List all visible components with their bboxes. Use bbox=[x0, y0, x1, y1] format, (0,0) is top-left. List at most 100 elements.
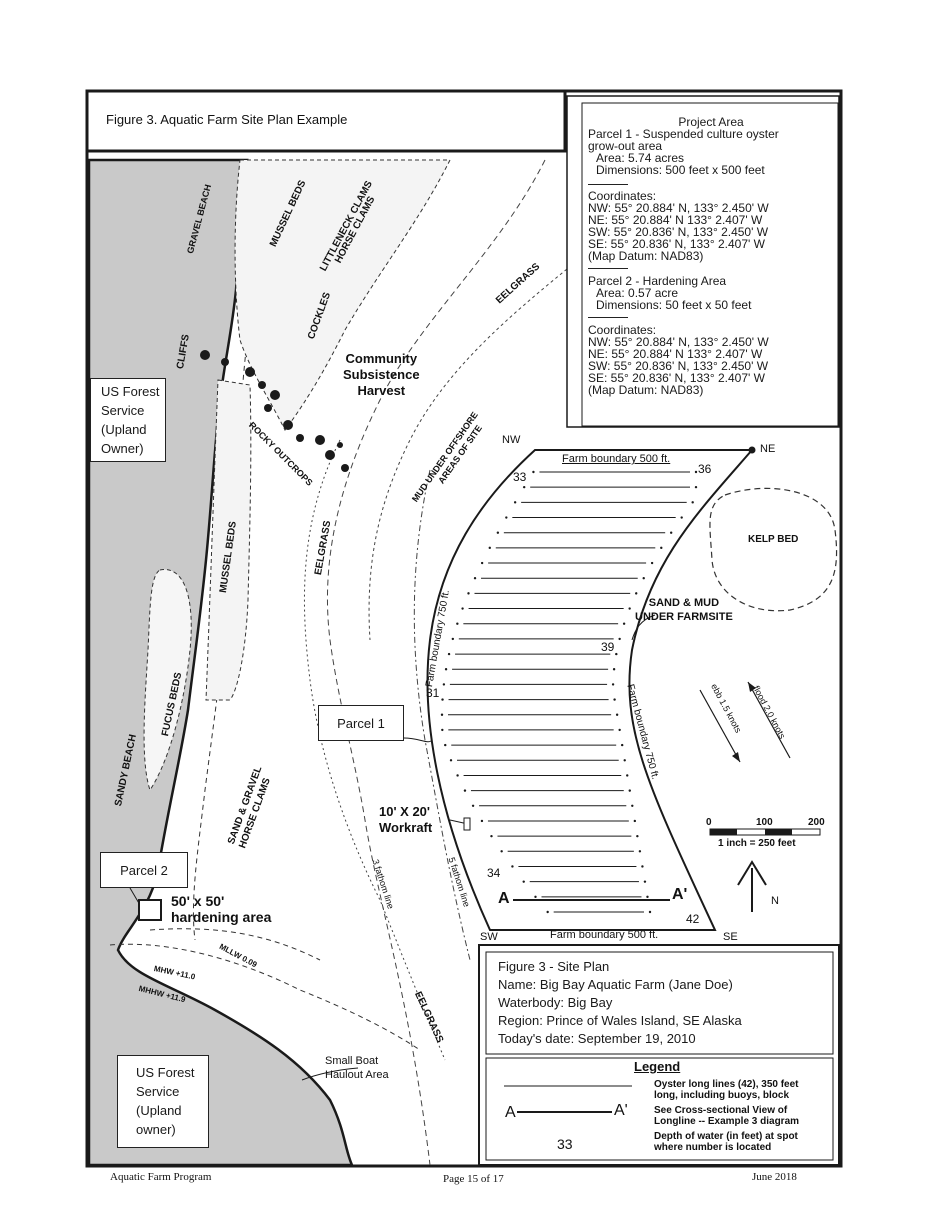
longline-buoy bbox=[648, 910, 652, 914]
p2-se: SE: 55° 20.836' N, 133° 2.407' W bbox=[588, 371, 765, 385]
label-sand-mud-1: SAND & MUD bbox=[648, 597, 720, 609]
figure-title: Figure 3. Aquatic Farm Site Plan Example bbox=[106, 112, 348, 127]
longline-buoy bbox=[628, 607, 631, 610]
longline-buoy bbox=[451, 637, 455, 641]
longline-buoy bbox=[463, 789, 467, 792]
longline-buoy bbox=[618, 728, 621, 732]
farm-boundary-bottom-label: Farm boundary 500 ft. bbox=[550, 929, 659, 941]
site-plan-name: Name: Big Bay Aquatic Farm (Jane Doe) bbox=[498, 977, 733, 992]
p1-ne: NE: 55° 20.884' N 133° 2.407' W bbox=[588, 213, 763, 227]
project-area-panel: Project Area Parcel 1 - Suspended cultur… bbox=[588, 116, 834, 396]
p1-datum: (Map Datum: NAD83) bbox=[588, 249, 704, 263]
parcel2-area: Area: 0.57 acre bbox=[596, 286, 679, 300]
site-plan-info: Figure 3 - Site Plan Name: Big Bay Aquat… bbox=[498, 958, 742, 1048]
label-community-2: Subsistence bbox=[343, 367, 420, 382]
farm-corner-nw: NW bbox=[502, 434, 521, 446]
parcel1-dims: Dimensions: 500 feet x 500 feet bbox=[596, 163, 765, 177]
label-hardening-2: hardening area bbox=[171, 909, 272, 925]
us-forest-top-callout: US Forest Service (Upland Owner) bbox=[90, 378, 166, 462]
longline-buoy bbox=[680, 516, 683, 519]
longline-buoy bbox=[473, 577, 477, 580]
footer-right: June 2018 bbox=[752, 1171, 797, 1183]
longline-buoy bbox=[642, 577, 645, 580]
longline-buoy bbox=[615, 652, 618, 656]
us-forest-top-line4: Owner) bbox=[101, 441, 144, 456]
legend-depth-desc: Depth of water (in feet) at spot where n… bbox=[654, 1131, 798, 1153]
label-workraft: 10' X 20' Workraft bbox=[379, 804, 432, 836]
longline-buoy bbox=[638, 850, 642, 853]
label-workraft-1: 10' X 20' bbox=[379, 804, 430, 819]
longline-buoy bbox=[623, 759, 626, 762]
north-label: N bbox=[771, 895, 779, 907]
longline-buoy bbox=[488, 546, 491, 550]
parcel1-area: Area: 5.74 acres bbox=[596, 151, 685, 165]
kelp-bed-area bbox=[709, 487, 838, 612]
farm-corner-sw: SW bbox=[480, 931, 498, 943]
site-plan-waterbody: Waterbody: Big Bay bbox=[498, 995, 613, 1010]
depth-39: 39 bbox=[601, 640, 615, 654]
legend-longline-desc-2: long, including buoys, block bbox=[654, 1090, 789, 1101]
longline-buoy bbox=[628, 789, 631, 792]
longline-buoy bbox=[635, 592, 638, 595]
legend-section-desc: See Cross-sectional View of Longline -- … bbox=[654, 1105, 799, 1127]
longline-buoy bbox=[461, 607, 464, 610]
title-frame bbox=[85, 89, 567, 153]
longline-buoy bbox=[691, 501, 694, 504]
p2-datum: (Map Datum: NAD83) bbox=[588, 383, 704, 397]
p1-sw: SW: 55° 20.836' N, 133° 2.450' W bbox=[588, 225, 769, 239]
label-small-boat: Small Boat Haulout Area bbox=[325, 1054, 389, 1082]
legend-section-desc-2: Longline -- Example 3 diagram bbox=[654, 1116, 800, 1127]
p1-se: SE: 55° 20.836' N, 133° 2.407' W bbox=[588, 237, 765, 251]
parcel1-desc-2: grow-out area bbox=[588, 139, 663, 153]
farm-boundary-top-label: Farm boundary 500 ft. bbox=[562, 453, 671, 465]
project-area-heading: Project Area bbox=[678, 115, 744, 129]
us-forest-bottom-callout: US Forest Service (Upland owner) bbox=[117, 1055, 209, 1148]
longline-buoy bbox=[643, 880, 647, 883]
p2-nw: NW: 55° 20.884' N, 133° 2.450' W bbox=[588, 335, 769, 349]
longline-buoy bbox=[615, 713, 619, 716]
label-small-boat-2: Haulout Area bbox=[325, 1069, 389, 1081]
site-plan-date: Today's date: September 19, 2010 bbox=[498, 1031, 696, 1046]
depth-42: 42 bbox=[686, 912, 700, 926]
longline-buoy bbox=[631, 804, 634, 807]
farm-corner-ne: NE bbox=[760, 443, 776, 455]
longline-buoy bbox=[669, 531, 673, 534]
us-forest-bottom-line2: Service bbox=[136, 1084, 180, 1099]
longline-buoy bbox=[546, 910, 549, 914]
scale-tick-100: 100 bbox=[756, 817, 773, 828]
p2-coords-heading: Coordinates: bbox=[588, 323, 657, 337]
parcel2-callout: Parcel 2 bbox=[100, 852, 188, 888]
parcel2-desc: Parcel 2 - Hardening Area bbox=[588, 274, 727, 288]
rocky-outcrops bbox=[200, 350, 349, 472]
longline-buoy bbox=[444, 668, 448, 671]
longline-buoy bbox=[522, 485, 526, 489]
p1-nw: NW: 55° 20.884' N, 133° 2.450' W bbox=[588, 201, 769, 215]
label-small-boat-1: Small Boat bbox=[325, 1055, 379, 1067]
longline-buoy bbox=[534, 895, 537, 899]
us-forest-bottom-line4: owner) bbox=[136, 1122, 176, 1137]
longline-buoy bbox=[467, 592, 470, 595]
longline-buoy bbox=[441, 698, 444, 701]
label-hardening-1: 50' x 50' bbox=[171, 893, 225, 909]
us-forest-top-line2: Service bbox=[101, 403, 145, 418]
footer-center: Page 15 of 17 bbox=[443, 1173, 504, 1185]
longline-buoy bbox=[447, 652, 451, 656]
longline-buoy bbox=[650, 561, 654, 565]
longline-buoy bbox=[511, 865, 514, 868]
parcel1-callout: Parcel 1 bbox=[318, 705, 404, 741]
parcel2-dims: Dimensions: 50 feet x 50 feet bbox=[596, 298, 752, 312]
longline-buoy bbox=[694, 470, 698, 474]
site-plan-info-frame bbox=[478, 944, 840, 1166]
longline-buoy bbox=[456, 774, 459, 777]
p1-coords-heading: Coordinates: bbox=[588, 189, 657, 203]
longline-buoy bbox=[441, 728, 444, 732]
p2-sw: SW: 55° 20.836' N, 133° 2.450' W bbox=[588, 359, 769, 373]
oyster-longlines bbox=[440, 470, 698, 914]
longline-buoy bbox=[471, 804, 475, 807]
longline-buoy bbox=[449, 759, 453, 762]
legend-longline-desc: Oyster long lines (42), 350 feet long, i… bbox=[654, 1079, 799, 1101]
depth-33: 33 bbox=[513, 470, 527, 484]
longline-buoy bbox=[694, 485, 698, 489]
longline-buoy bbox=[496, 531, 500, 534]
